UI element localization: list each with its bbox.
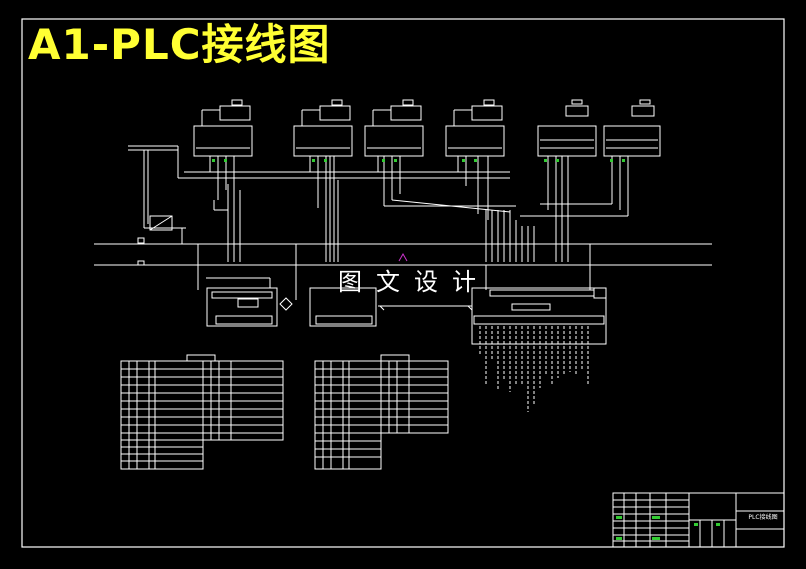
io-table-left — [120, 354, 284, 470]
plc-left — [206, 277, 293, 327]
drive-module-2 — [293, 99, 353, 262]
watermark-text: 图文设计 — [338, 268, 490, 296]
sheet-border — [21, 18, 785, 548]
drive-module-1 — [193, 99, 253, 211]
plc-middle — [309, 287, 473, 327]
title-block-marks — [616, 516, 720, 540]
output-wires — [479, 326, 589, 412]
marker-symbol — [398, 252, 408, 262]
drawing-title: A1-PLC接线图 — [28, 20, 331, 69]
bus-lines — [94, 145, 712, 266]
drive-module-5 — [537, 99, 597, 262]
terminal-marks — [212, 159, 625, 162]
title-block-label: PLC接线图 — [748, 514, 778, 521]
contactor-symbol — [137, 215, 173, 266]
drive-module-4 — [445, 99, 505, 220]
title-block — [612, 492, 785, 548]
plc-right — [471, 287, 607, 345]
drive-module-6 — [520, 99, 661, 217]
wire-bundle — [197, 184, 591, 300]
io-table-right — [314, 354, 449, 470]
drive-module-3 — [364, 99, 516, 213]
